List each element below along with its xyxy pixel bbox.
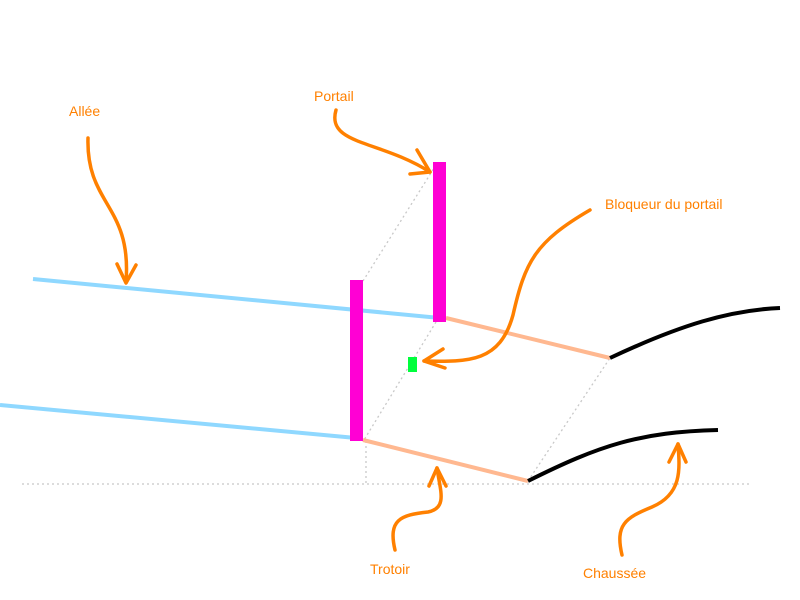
- portail-front-post: [350, 280, 363, 441]
- trotoir-arrow-icon: [391, 466, 448, 552]
- allee-front-edge: [0, 403, 357, 440]
- chaussee-front-edge: [527, 428, 719, 483]
- label-allee: Allée: [69, 103, 100, 119]
- gate-bottom-guide-line: [363, 321, 437, 441]
- label-chaussee: Chaussée: [583, 565, 646, 581]
- allee-back-edge: [32, 277, 441, 320]
- trotoir-front-edge: [362, 438, 529, 483]
- gate-top-guide-line: [362, 164, 437, 282]
- bloqueur-marker: [408, 357, 417, 372]
- chaussee-back-edge: [609, 306, 781, 360]
- allee-arrow-icon: [86, 136, 138, 285]
- portail-arrow-icon: [333, 108, 432, 176]
- chaussee-arrow-icon: [618, 442, 688, 557]
- label-portail: Portail: [314, 88, 354, 104]
- label-trotoir: Trotoir: [370, 561, 410, 577]
- bloqueur-arrow-icon: [422, 208, 592, 370]
- trotoir-back-edge: [445, 316, 611, 360]
- portail-back-post: [433, 162, 446, 322]
- label-bloqueur: Bloqueur du portail: [605, 196, 723, 212]
